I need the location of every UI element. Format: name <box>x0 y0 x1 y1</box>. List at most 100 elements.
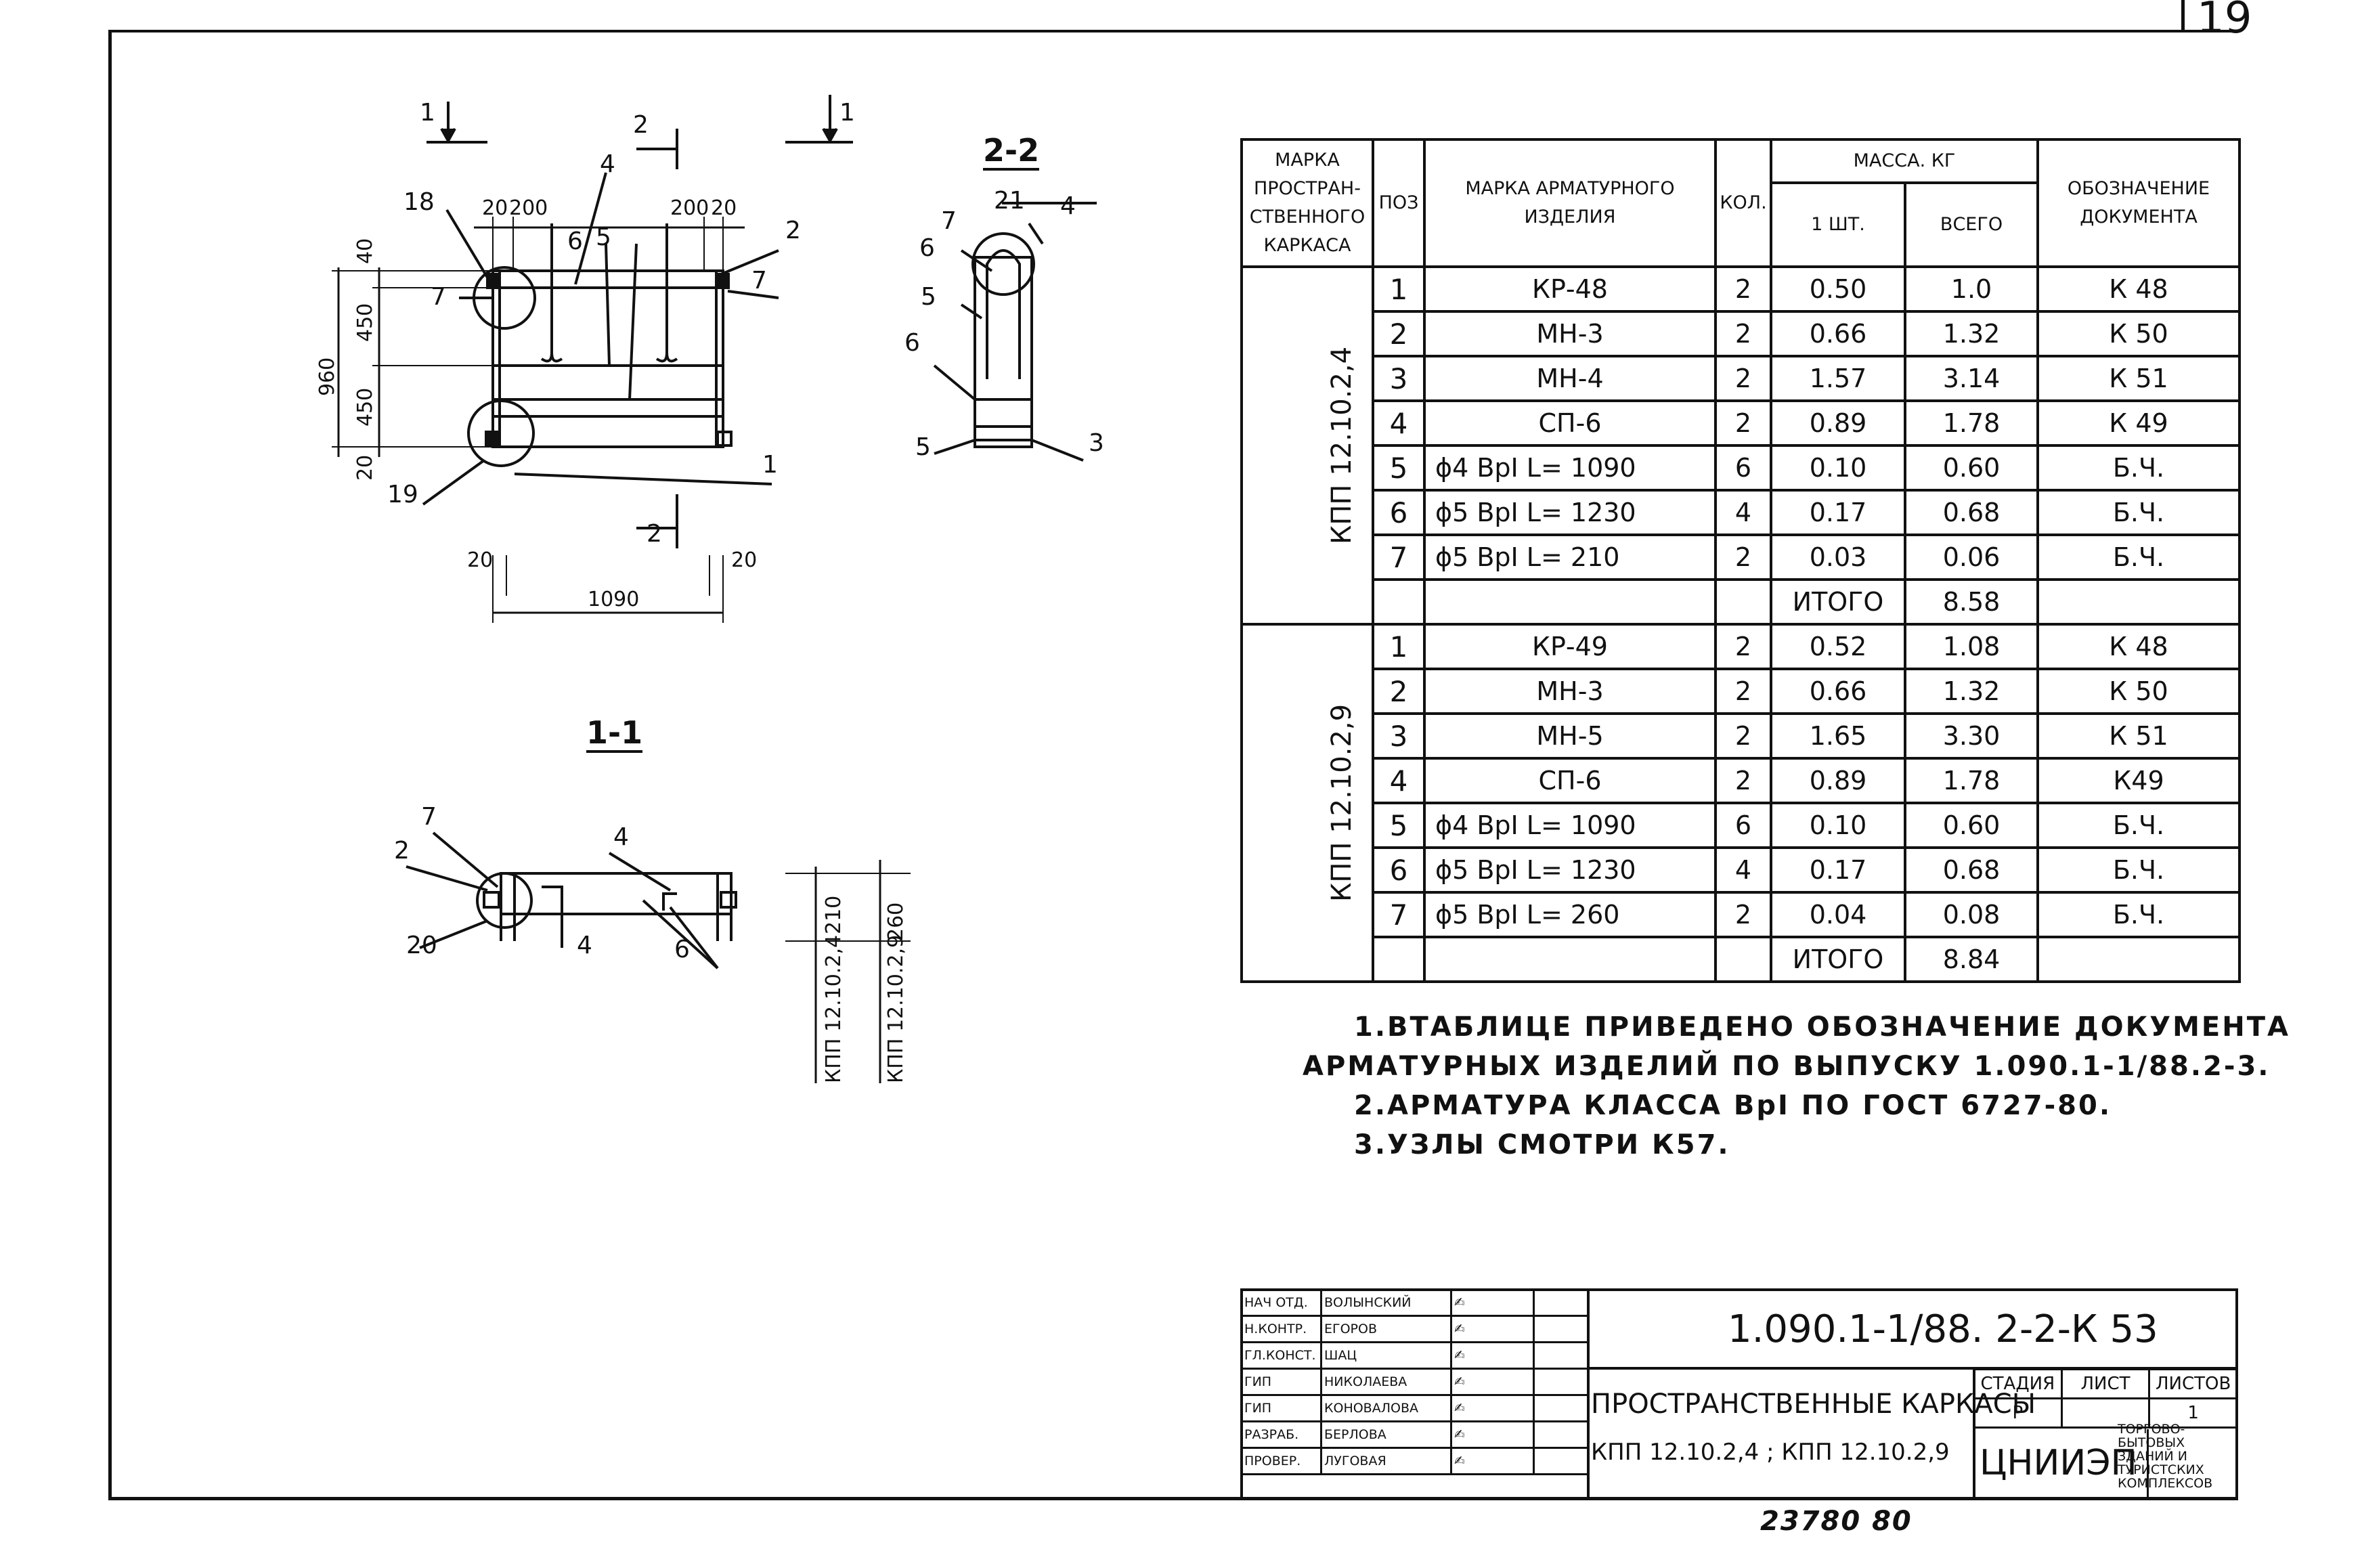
section-mark-2-top: 2 <box>633 111 649 139</box>
table-row: 7 ϕ5 ВрI L= 260 2 0.04 0.08 Б.Ч. <box>1242 891 2241 938</box>
qty-cell: 4 <box>1714 846 1772 894</box>
doc-cell: К 48 <box>2036 623 2241 670</box>
item-cell: СП-6 <box>1423 757 1717 804</box>
signature-row: РАЗРАБ.БЕРЛОВА✍ <box>1240 1420 1589 1449</box>
item-cell: МН-5 <box>1423 712 1717 760</box>
signature-row: НАЧ ОТД.ВОЛЫНСКИЙ✍ <box>1240 1288 1589 1317</box>
mass-total-cell: 1.32 <box>1904 668 2039 715</box>
section-mark-1-left: 1 <box>420 99 435 127</box>
dim-20-left: 20 <box>482 196 508 220</box>
signature-name: КОНОВАЛОВА <box>1320 1394 1452 1422</box>
qty-cell: 2 <box>1714 399 1772 447</box>
note-line: 2.АРМАТУРА КЛАССА ВрI ПО ГОСТ 6727-80. <box>1354 1090 2112 1121</box>
total-label: ИТОГО <box>1770 936 1906 983</box>
table-row: 5 ϕ4 ВрI L= 1090 6 0.10 0.60 Б.Ч. <box>1242 444 2241 492</box>
doc-cell: К49 <box>2036 757 2241 804</box>
pos-cell: 3 <box>1372 355 1426 402</box>
sec11-label-6: 6 <box>674 936 690 963</box>
pos-cell: 2 <box>1372 668 1426 715</box>
dim-40: 40 <box>353 238 377 264</box>
mass-total-cell: 3.14 <box>1904 355 2039 402</box>
plan-label-2: 2 <box>785 217 801 244</box>
qty-cell: 2 <box>1714 891 1772 938</box>
sheet-label: ЛИСТ <box>2060 1368 2151 1399</box>
signature-row: Н.КОНТР.ЕГОРОВ✍ <box>1240 1315 1589 1343</box>
qty-cell: 2 <box>1714 533 1772 581</box>
signature-mark: ✍ <box>1450 1341 1535 1370</box>
item-cell: ϕ5 ВрI L= 210 <box>1423 533 1717 581</box>
sec11-label-20: 20 <box>406 932 437 959</box>
plan-label-18: 18 <box>403 188 435 216</box>
plan-label-1: 1 <box>762 451 778 479</box>
header-item-mark: МАРКА АРМАТУРНОГО ИЗДЕЛИЯ <box>1423 138 1717 268</box>
dim-20-bottom-right: 20 <box>731 548 758 572</box>
specification-table: МАРКА ПРОСТРАН- СТВЕННОГО КАРКАСА ПОЗ МА… <box>1240 138 2241 983</box>
drawing-subtitle: КПП 12.10.2,4 ; КПП 12.10.2,9 <box>1591 1439 1950 1466</box>
mass-one-cell: 1.65 <box>1770 712 1906 760</box>
page-number: 19 <box>2197 0 2252 43</box>
section-title-2-2: 2-2 <box>983 133 1040 171</box>
dim-20-right: 20 <box>711 196 737 220</box>
table-row: 3 МН-4 2 1.57 3.14 К 51 <box>1242 355 2241 402</box>
doc-cell: Б.Ч. <box>2036 846 2241 894</box>
signature-name: ШАЦ <box>1320 1341 1452 1370</box>
dim-960: 960 <box>315 357 339 396</box>
mass-total-cell: 1.32 <box>1904 310 2039 357</box>
doc-cell: Б.Ч. <box>2036 489 2241 536</box>
signature-mark: ✍ <box>1450 1420 1535 1449</box>
doc-cell: К 50 <box>2036 310 2241 357</box>
frame-mark: КПП 12.10.2,4 <box>1326 346 1358 545</box>
organization-description: ТОРГОВО-БЫТОВЫХ ЗДАНИЙ И ТУРИСТСКИХ КОМП… <box>2118 1422 2213 1491</box>
sheet-value <box>2060 1397 2151 1429</box>
table-row: КПП 12.10.2,9 1 КР-49 2 0.52 1.08 К 48 <box>1240 623 2241 983</box>
signature-mark: ✍ <box>1450 1315 1535 1343</box>
dim-450-top: 450 <box>353 303 377 342</box>
pos-cell: 3 <box>1372 712 1426 760</box>
dim-20-bottom-left: 20 <box>467 548 494 572</box>
doc-cell: К 48 <box>2036 265 2241 313</box>
sec11-label-2: 2 <box>394 837 410 865</box>
item-cell: МН-4 <box>1423 355 1717 402</box>
mass-total-cell: 1.0 <box>1904 265 2039 313</box>
pos-cell: 6 <box>1372 489 1426 536</box>
table-row: 3 МН-5 2 1.65 3.30 К 51 <box>1242 712 2241 760</box>
item-cell: МН-3 <box>1423 668 1717 715</box>
mass-one-cell: 0.10 <box>1770 802 1906 849</box>
organization-logo: ЦНИИЭП <box>1980 1429 2149 1497</box>
signature-mark: ✍ <box>1450 1288 1535 1317</box>
item-cell: ϕ5 ВрI L= 260 <box>1423 891 1717 938</box>
item-cell: ϕ4 ВрI L= 1090 <box>1423 802 1717 849</box>
signature-name: НИКОЛАЕВА <box>1320 1368 1452 1396</box>
pos-cell: 4 <box>1372 757 1426 804</box>
header-qty: КОЛ. <box>1714 138 1772 268</box>
document-code: 1.090.1-1/88. 2-2-К 53 <box>1728 1307 2158 1351</box>
total-value: 8.58 <box>1904 578 2039 626</box>
plan-label-7-right: 7 <box>751 267 767 295</box>
mass-total-cell: 1.78 <box>1904 757 2039 804</box>
qty-cell: 2 <box>1714 712 1772 760</box>
item-cell: КР-48 <box>1423 265 1717 313</box>
sec22-label-6-bottom: 6 <box>904 329 920 357</box>
total-value: 8.84 <box>1904 936 2039 983</box>
stage-table: СТАДИЯ ЛИСТ ЛИСТОВ Р 1 <box>1973 1368 2238 1429</box>
pos-cell: 6 <box>1372 846 1426 894</box>
note-line: 3.УЗЛЫ СМОТРИ К57. <box>1354 1129 1730 1160</box>
sec22-label-5-bottom: 5 <box>915 433 931 461</box>
doc-cell: К 51 <box>2036 355 2241 402</box>
sec11-dim-210: 210 <box>822 895 846 934</box>
item-cell: КР-49 <box>1423 623 1717 670</box>
pos-cell: 7 <box>1372 533 1426 581</box>
total-label: ИТОГО <box>1770 578 1906 626</box>
signature-mark: ✍ <box>1450 1394 1535 1422</box>
header-mass-total: ВСЕГО <box>1904 181 2039 268</box>
mass-one-cell: 0.10 <box>1770 444 1906 492</box>
sec11-label-7: 7 <box>421 803 437 831</box>
sec22-label-3: 3 <box>1089 429 1104 457</box>
table-row: 4 СП-6 2 0.89 1.78 К49 <box>1242 757 2241 804</box>
doc-cell: Б.Ч. <box>2036 533 2241 581</box>
item-cell: СП-6 <box>1423 399 1717 447</box>
section-title-1-1: 1-1 <box>586 715 643 753</box>
plan-label-4: 4 <box>600 150 615 178</box>
plan-label-5: 5 <box>596 223 611 251</box>
section-mark-1-right: 1 <box>839 99 855 127</box>
